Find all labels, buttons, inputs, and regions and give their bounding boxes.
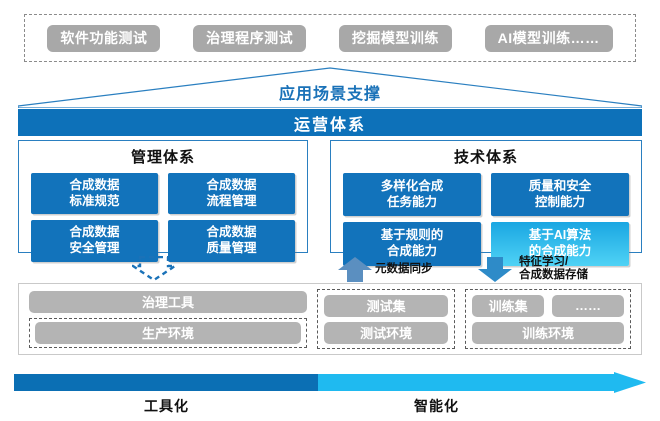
production-environment-pill[interactable]: 生产环境 [35, 321, 301, 344]
cell-line1: 合成数据 [69, 225, 120, 240]
cell-line2: 控制能力 [534, 194, 585, 209]
management-cell[interactable]: 合成数据 安全管理 [31, 220, 158, 262]
technical-cell[interactable]: 基于规则的 合成能力 [343, 222, 481, 266]
technical-system-panel: 技术体系 多样化合成 任务能力 质量和安全 控制能力 基于规则的 合成能力 基于… [330, 140, 642, 266]
dashed-down-arrow-icon [132, 256, 176, 282]
train-environment-group: 训练集 …… 训练环境 [465, 289, 631, 349]
scenario-pill[interactable]: 挖掘模型训练 [338, 24, 452, 52]
governance-environment-group: 治理工具 生产环境 [29, 289, 307, 349]
cell-line1: 基于规则的 [380, 228, 444, 243]
up-arrow-icon [338, 257, 372, 282]
test-environment-group: 测试集 测试环境 [316, 289, 456, 349]
feature-store-label: 特征学习/ 合成数据存储 [519, 256, 588, 282]
down-arrow-icon [478, 257, 512, 282]
technical-cell-grid: 多样化合成 任务能力 质量和安全 控制能力 基于规则的 合成能力 基于AI算法 … [331, 167, 641, 266]
train-set-pill[interactable]: 训练集 [472, 294, 545, 317]
scenario-strip: 软件功能测试 治理程序测试 挖掘模型训练 AI模型训练…… [24, 14, 636, 62]
management-cell[interactable]: 合成数据 标准规范 [31, 173, 158, 215]
scene-support-band: 应用场景支撑 [18, 66, 642, 108]
scenario-pill[interactable]: 软件功能测试 [47, 24, 161, 52]
train-environment-pill[interactable]: 训练环境 [472, 321, 624, 344]
train-ellipsis-pill[interactable]: …… [552, 294, 624, 317]
cell-line2: 标准规范 [69, 193, 120, 208]
production-environment-dashed-box: 生产环境 [29, 317, 307, 348]
technical-cell-highlighted[interactable]: 基于AI算法 的合成能力 [491, 222, 629, 266]
feature-store-line2: 合成数据存储 [519, 269, 588, 282]
environment-container: 治理工具 生产环境 测试集 测试环境 训练集 …… 训练环境 [18, 283, 642, 355]
scenario-pill[interactable]: 治理程序测试 [193, 24, 307, 52]
cell-line2: 质量管理 [206, 240, 257, 255]
cell-line1: 合成数据 [206, 178, 257, 192]
train-set-row: 训练集 …… [472, 294, 624, 317]
meta-sync-label: 元数据同步 [375, 263, 433, 275]
cell-line2: 流程管理 [206, 193, 257, 208]
maturity-label-toolization: 工具化 [144, 398, 189, 414]
management-cell[interactable]: 合成数据 流程管理 [168, 173, 295, 215]
cell-line1: 合成数据 [69, 178, 120, 192]
cell-line2: 合成能力 [386, 243, 437, 258]
management-system-title: 管理体系 [130, 149, 195, 166]
feature-store-line1: 特征学习/ [519, 256, 569, 268]
technical-system-title: 技术体系 [453, 149, 518, 166]
test-set-pill[interactable]: 测试集 [323, 294, 449, 317]
maturity-label-intelligence: 智能化 [414, 398, 459, 414]
management-cell-grid: 合成数据 标准规范 合成数据 流程管理 合成数据 安全管理 合成数据 质量管理 [19, 167, 307, 262]
technical-cell[interactable]: 质量和安全 控制能力 [491, 173, 629, 217]
scenario-pill[interactable]: AI模型训练…… [484, 24, 613, 52]
cell-line1: 合成数据 [206, 225, 257, 240]
technical-cell[interactable]: 多样化合成 任务能力 [343, 173, 481, 217]
test-environment-pill[interactable]: 测试环境 [323, 321, 449, 344]
trapezoid-shape [18, 67, 642, 108]
operation-system-bar: 运营体系 [18, 109, 642, 136]
cell-line1: 基于AI算法 [528, 228, 592, 243]
maturity-arrow [14, 372, 646, 393]
management-cell[interactable]: 合成数据 质量管理 [168, 220, 295, 262]
cell-line1: 多样化合成 [380, 179, 444, 193]
scene-support-label: 应用场景支撑 [278, 86, 381, 103]
cell-line2: 安全管理 [69, 240, 120, 255]
cell-line1: 质量和安全 [528, 179, 592, 193]
management-system-panel: 管理体系 合成数据 标准规范 合成数据 流程管理 合成数据 安全管理 合成数据 … [18, 140, 308, 262]
governance-tool-pill[interactable]: 治理工具 [29, 290, 307, 313]
cell-line2: 的合成能力 [528, 243, 592, 258]
cell-line2: 任务能力 [386, 194, 437, 209]
maturity-labels: 工具化 智能化 [14, 396, 646, 416]
